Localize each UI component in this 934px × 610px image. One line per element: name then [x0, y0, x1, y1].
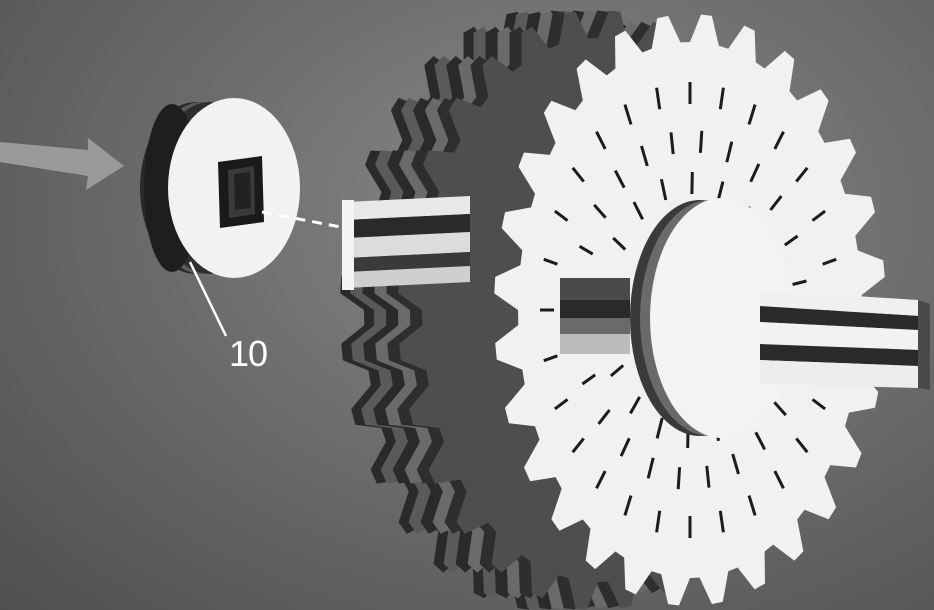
square-hole — [218, 156, 264, 228]
gear-slit — [700, 131, 701, 153]
axle-right — [760, 290, 930, 390]
washer-part — [140, 98, 300, 278]
callout-number: 10 — [218, 336, 278, 372]
axle-left — [342, 196, 470, 290]
direction-arrow-icon — [0, 138, 124, 190]
gear-slit — [678, 467, 679, 489]
